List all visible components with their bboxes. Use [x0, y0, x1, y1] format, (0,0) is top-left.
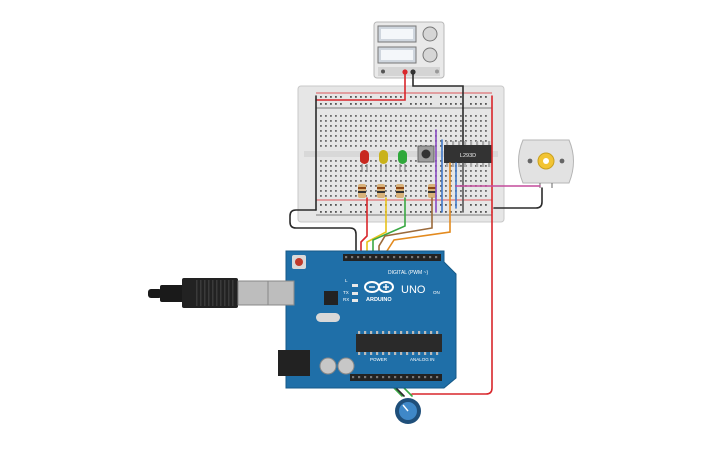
- usb-cable-icon[interactable]: [148, 278, 269, 308]
- driver-label: L293D: [460, 153, 476, 159]
- tx-label: TX: [343, 290, 349, 295]
- dc-motor-icon[interactable]: [518, 139, 574, 188]
- digital-label: DIGITAL (PWM ~): [388, 270, 428, 276]
- l-label: L: [345, 278, 348, 283]
- power-supply-icon[interactable]: [373, 21, 445, 79]
- on-label: ON: [433, 290, 440, 295]
- push-button[interactable]: [417, 145, 435, 163]
- rx-label: RX: [343, 297, 349, 302]
- power-label: POWER: [370, 357, 388, 362]
- resistor-4[interactable]: [428, 184, 436, 198]
- led-yellow[interactable]: [379, 150, 388, 172]
- resistor-1[interactable]: [358, 184, 366, 198]
- arduino-logo-icon: [364, 281, 394, 293]
- resistor-3[interactable]: [396, 184, 404, 198]
- potentiometer-icon[interactable]: [395, 398, 421, 424]
- led-green[interactable]: [398, 150, 407, 172]
- resistor-2[interactable]: [377, 184, 385, 198]
- model-label: UNO: [401, 284, 426, 296]
- arduino-uno-board[interactable]: ARDUINO UNO DIGITAL (PWM ~) ON L TX RX P…: [265, 250, 457, 389]
- motor-driver-chip: L293D: [444, 141, 492, 167]
- led-red[interactable]: [360, 150, 369, 172]
- brand-label: ARDUINO: [366, 297, 392, 303]
- analog-label: ANALOG IN: [410, 357, 435, 362]
- reset-button[interactable]: [295, 258, 303, 266]
